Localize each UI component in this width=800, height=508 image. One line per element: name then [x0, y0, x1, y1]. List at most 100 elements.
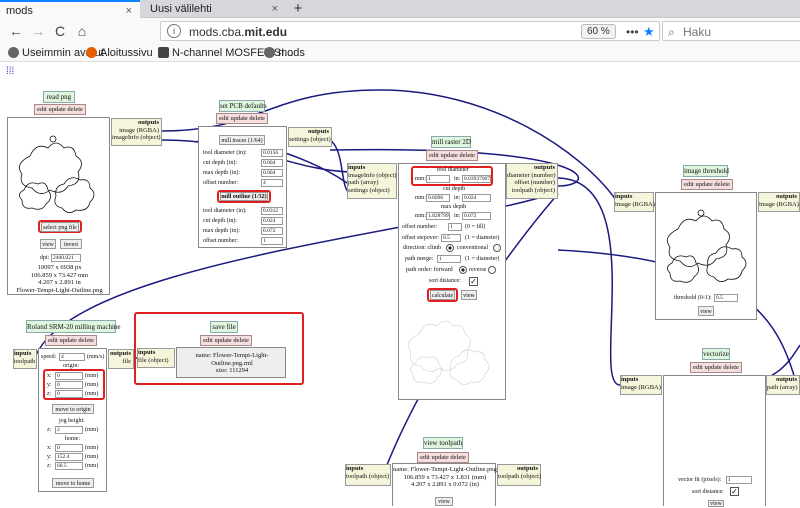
- jog-z-input[interactable]: 2: [55, 426, 83, 434]
- home-icon[interactable]: ⌂: [77, 23, 87, 39]
- path-merge-input[interactable]: 1: [437, 255, 461, 263]
- offset-stepover-input[interactable]: 0.5: [441, 234, 461, 242]
- page-actions-icon[interactable]: •••: [626, 25, 639, 39]
- threshold-input[interactable]: 0.5: [714, 294, 738, 302]
- image-info-text: 10097 x 6938 px 106.859 x 73.427 mm 4.20…: [16, 264, 103, 294]
- climb-radio[interactable]: [446, 244, 454, 252]
- inputs-header: inputs: [138, 349, 156, 356]
- cut-depth-in-input[interactable]: 0.024: [462, 194, 491, 202]
- app-grid-icon[interactable]: ⁞⁞⁞: [6, 66, 15, 77]
- site-info-icon[interactable]: i: [167, 24, 181, 38]
- mill-raster-title[interactable]: mill raster 2D: [431, 136, 471, 148]
- tool-diameter-mm-input[interactable]: 1: [426, 175, 450, 183]
- mill-outline-button[interactable]: mill outline (1/32): [220, 192, 268, 201]
- cut-depth-mm-input[interactable]: 0.6096: [426, 194, 450, 202]
- save-file-edit-update-delete[interactable]: edit update delete: [200, 335, 252, 346]
- origin-x-input[interactable]: 0: [55, 372, 83, 380]
- bookmark-mosfet[interactable]: N-channel MOSFET SI...: [158, 44, 293, 62]
- cut-depth-input[interactable]: 0.004: [261, 159, 283, 167]
- mill-raster-edit-update-delete[interactable]: edit update delete: [426, 150, 478, 161]
- read-png-title[interactable]: read png: [43, 91, 75, 103]
- roland-title[interactable]: Roland SRM-20 milling machine: [26, 320, 121, 333]
- bookmark-most-visited[interactable]: Useimmin avatut: [8, 44, 104, 62]
- view-button[interactable]: view: [40, 239, 56, 249]
- select-png-file-button[interactable]: select png file: [41, 222, 79, 232]
- outputs-header: outputs: [138, 119, 159, 126]
- conventional-radio[interactable]: [493, 244, 501, 252]
- home-x-input[interactable]: 0: [55, 444, 83, 452]
- move-to-origin-button[interactable]: move to origin: [52, 404, 94, 414]
- max-depth-input[interactable]: 0.072: [261, 227, 283, 235]
- dpi-input[interactable]: 2400.021: [51, 254, 81, 262]
- offset-number-input[interactable]: 1: [261, 237, 283, 245]
- new-tab-button[interactable]: +: [293, 0, 303, 17]
- roland-edit-update-delete[interactable]: edit update delete: [45, 335, 97, 346]
- close-tab-icon[interactable]: ×: [271, 3, 278, 15]
- offset-number-input[interactable]: 1: [448, 223, 462, 231]
- mill-traces-button[interactable]: mill traces (1/64): [219, 135, 265, 145]
- tool-diameter-input[interactable]: 0.0156: [261, 149, 283, 157]
- zoom-level[interactable]: 60 %: [581, 24, 616, 39]
- calculate-button[interactable]: calculate: [430, 290, 455, 300]
- back-arrow-icon[interactable]: ←: [9, 23, 23, 39]
- home-z-input[interactable]: 60.5: [55, 462, 83, 470]
- offset-number-input[interactable]: 4: [261, 179, 283, 187]
- forward-radio[interactable]: [459, 266, 467, 274]
- save-file-title[interactable]: save file: [210, 321, 238, 333]
- input-ports: imageInfo (object) path (array) settings…: [348, 171, 397, 194]
- view-button[interactable]: view: [435, 497, 453, 506]
- mm-label: mm:: [415, 176, 427, 182]
- tool-diameter-input[interactable]: 0.0312: [261, 207, 283, 215]
- image-threshold-edit-update-delete[interactable]: edit update delete: [681, 179, 733, 190]
- forward-arrow-icon[interactable]: →: [31, 23, 45, 39]
- move-to-home-button[interactable]: move to home: [52, 478, 94, 488]
- tool-diameter-highlight: [411, 166, 493, 186]
- close-tab-icon[interactable]: ×: [125, 5, 132, 17]
- invert-button[interactable]: invert: [60, 239, 82, 249]
- view-button[interactable]: view: [698, 306, 714, 316]
- view-toolpath-title[interactable]: view toolpath: [423, 437, 463, 449]
- reverse-radio[interactable]: [488, 266, 496, 274]
- origin-z-input[interactable]: 0: [55, 390, 83, 398]
- home-y-input[interactable]: 152.4: [55, 453, 83, 461]
- bookmark-start-page[interactable]: Aloitussivu: [86, 44, 153, 62]
- sort-distance-checkbox[interactable]: ✓: [730, 487, 739, 496]
- address-bar[interactable]: i mods.cba.mit.edu 60 % ••• ★: [160, 21, 660, 41]
- view-button[interactable]: view: [461, 290, 477, 300]
- origin-y-input[interactable]: 0: [55, 381, 83, 389]
- image-threshold-title[interactable]: image threshold: [683, 165, 729, 177]
- max-depth-in-input[interactable]: 0.072: [462, 212, 491, 220]
- reload-icon[interactable]: C: [54, 23, 66, 39]
- vector-fit-input[interactable]: 1: [726, 476, 752, 484]
- tool-diameter-in-input[interactable]: 0.03937007: [462, 175, 491, 183]
- read-png-edit-update-delete[interactable]: edit update delete: [34, 104, 86, 115]
- bookmark-mods[interactable]: mods: [264, 44, 305, 62]
- pcb-defaults-title[interactable]: set PCB defaults: [219, 100, 267, 112]
- view-toolpath-edit-update-delete[interactable]: edit update delete: [417, 452, 469, 463]
- bookmark-star-icon[interactable]: ★: [643, 24, 655, 39]
- tab-mods[interactable]: mods ×: [0, 0, 140, 18]
- pcb-defaults-edit-update-delete[interactable]: edit update delete: [216, 113, 268, 124]
- max-depth-input[interactable]: 0.004: [261, 169, 283, 177]
- speed-input[interactable]: 4: [59, 353, 85, 361]
- vectorize-edit-update-delete[interactable]: edit update delete: [690, 362, 742, 373]
- search-field[interactable]: ⌕ Haku: [662, 21, 800, 41]
- vectorize-title[interactable]: vectorize: [702, 348, 730, 360]
- cut-depth-input[interactable]: 0.024: [261, 217, 283, 225]
- sort-distance-checkbox[interactable]: ✓: [469, 277, 478, 286]
- tab-new[interactable]: Uusi välilehti ×: [144, 0, 286, 18]
- max-depth-mm-input[interactable]: 1.8287999: [426, 212, 450, 220]
